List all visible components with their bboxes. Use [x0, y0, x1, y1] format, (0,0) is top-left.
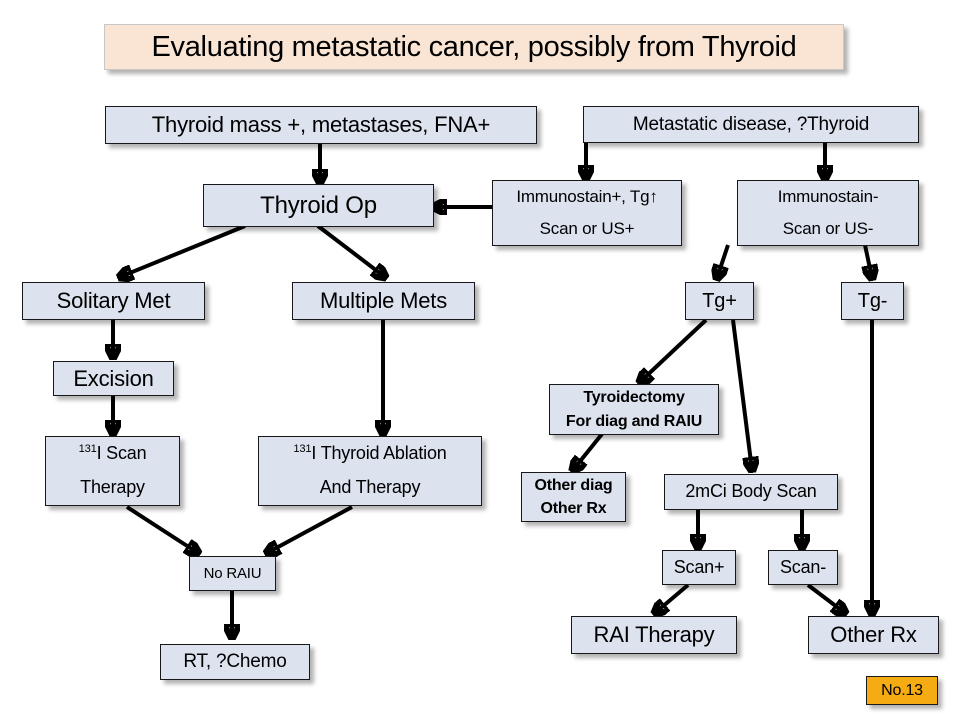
node-immunostain-negative-line2: Scan or US-: [782, 219, 874, 238]
node-i131-thyroid-ablation[interactable]: 131I Thyroid Ablation And Therapy: [258, 436, 482, 506]
node-tg-negative-label: Tg-: [857, 289, 888, 312]
chart-title-text: Evaluating metastatic cancer, possibly f…: [151, 30, 797, 63]
node-tg-negative[interactable]: Tg-: [841, 282, 904, 320]
node-i131-ablation-line1-text: I Thyroid Ablation: [311, 443, 447, 464]
node-thyroid-mass[interactable]: Thyroid mass +, metastases, FNA+: [105, 106, 537, 144]
slide-number-label: No.13: [881, 681, 923, 699]
node-immunostain-positive-line2: Scan or US+: [539, 219, 635, 238]
node-excision[interactable]: Excision: [53, 361, 174, 396]
node-tyroidectomy-line1: Tyroidectomy: [583, 389, 685, 407]
node-tg-positive-label: Tg+: [702, 289, 737, 312]
edge-immunostain-neg-to-tg-neg: [865, 244, 872, 278]
node-immunostain-negative[interactable]: Immunostain- Scan or US-: [737, 180, 919, 246]
node-rai-therapy[interactable]: RAI Therapy: [571, 616, 737, 654]
node-scan-negative[interactable]: Scan-: [768, 550, 838, 585]
node-multiple-mets-label: Multiple Mets: [320, 288, 447, 314]
node-solitary-met[interactable]: Solitary Met: [22, 282, 205, 320]
i131-superscript: 131: [78, 443, 97, 456]
chart-title: Evaluating metastatic cancer, possibly f…: [104, 24, 844, 70]
node-tyroidectomy[interactable]: Tyroidectomy For diag and RAIU: [549, 384, 719, 435]
node-thyroid-op[interactable]: Thyroid Op: [203, 184, 434, 227]
i131-ablation-superscript: 131: [293, 443, 312, 456]
node-immunostain-positive-line1: Immunostain+, Tg↑: [516, 186, 658, 206]
node-scan-positive[interactable]: Scan+: [662, 550, 736, 585]
node-body-scan-label: 2mCi Body Scan: [685, 481, 817, 502]
node-thyroid-op-label: Thyroid Op: [260, 191, 377, 219]
node-tyroidectomy-line2: For diag and RAIU: [565, 412, 703, 430]
node-i131-scan-line2: Therapy: [80, 477, 145, 497]
edge-thyroid-op-to-multiple-mets: [316, 224, 385, 277]
node-tg-positive[interactable]: Tg+: [685, 282, 754, 320]
edge-tg-pos-to-tyroidectomy: [640, 318, 708, 382]
node-body-scan[interactable]: 2mCi Body Scan: [664, 474, 838, 510]
node-excision-label: Excision: [73, 365, 154, 391]
edge-scan-neg-to-other-rx: [806, 583, 845, 613]
node-rt-chemo-label: RT, ?Chemo: [183, 651, 287, 673]
slide-number-badge: No.13: [866, 676, 938, 705]
node-metastatic-disease[interactable]: Metastatic disease, ?Thyroid: [583, 106, 919, 143]
node-rai-therapy-label: RAI Therapy: [593, 622, 715, 648]
edge-i131-ablation-to-no-raiu: [267, 505, 353, 553]
node-other-rx[interactable]: Other Rx: [808, 616, 939, 654]
edge-tyroidectomy-to-other-diag: [573, 432, 604, 470]
node-multiple-mets[interactable]: Multiple Mets: [292, 282, 475, 320]
node-i131-scan-line1: 131I Scan: [79, 442, 147, 466]
node-thyroid-mass-label: Thyroid mass +, metastases, FNA+: [151, 112, 491, 138]
node-other-diag[interactable]: Other diag Other Rx: [521, 472, 626, 522]
edge-thyroid-op-to-solitary-met: [120, 224, 246, 277]
node-scan-positive-label: Scan+: [673, 556, 725, 577]
node-i131-ablation-line1: 131I Thyroid Ablation: [293, 442, 446, 466]
node-other-rx-label: Other Rx: [830, 622, 917, 648]
node-i131-scan-line1-text: I Scan: [96, 443, 147, 464]
edge-scan-pos-to-rai-therapy: [655, 583, 690, 613]
node-other-diag-line1: Other diag: [534, 476, 613, 494]
edge-tg-pos-to-body-scan: [731, 319, 752, 470]
node-i131-scan-therapy[interactable]: 131I Scan Therapy: [45, 436, 180, 506]
node-other-diag-line2: Other Rx: [540, 500, 607, 517]
node-solitary-met-label: Solitary Met: [56, 288, 171, 314]
node-immunostain-positive[interactable]: Immunostain+, Tg↑ Scan or US+: [492, 180, 682, 246]
node-scan-negative-label: Scan-: [779, 556, 827, 577]
edge-i131-scan-to-no-raiu: [125, 505, 198, 553]
node-immunostain-negative-line1: Immunostain-: [777, 186, 879, 206]
edge-immunostain-neg-to-tg-pos: [717, 244, 730, 278]
node-i131-ablation-line2: And Therapy: [319, 477, 421, 497]
node-metastatic-disease-label: Metastatic disease, ?Thyroid: [632, 113, 870, 135]
node-no-raiu-label: No RAIU: [203, 564, 262, 582]
node-rt-chemo[interactable]: RT, ?Chemo: [160, 644, 310, 680]
node-no-raiu[interactable]: No RAIU: [189, 556, 276, 591]
